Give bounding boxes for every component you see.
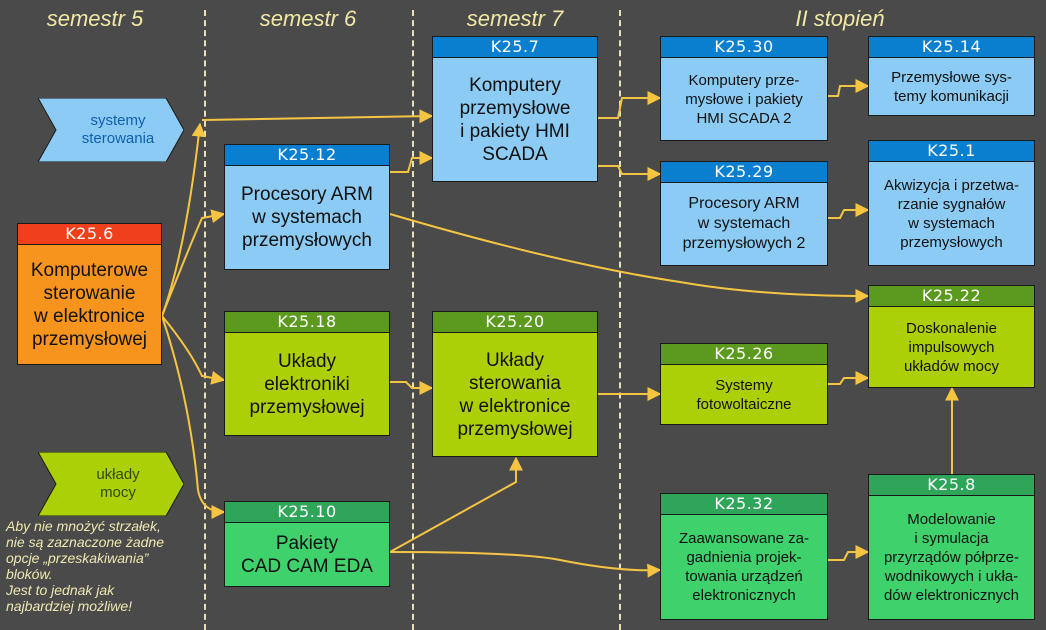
course-k25-10: K25.10 Pakiety CAD CAM EDA bbox=[224, 501, 390, 587]
tag-uklady-label: układy mocy bbox=[96, 466, 140, 501]
course-code: K25.32 bbox=[661, 494, 827, 515]
course-k25-1: K25.1 Akwizycja i przetwa- rzanie sygnał… bbox=[868, 140, 1035, 266]
course-code: K25.6 bbox=[18, 224, 161, 245]
arrow-systemy-to-k25-7 bbox=[201, 109, 434, 124]
course-code: K25.18 bbox=[225, 312, 389, 333]
course-code: K25.26 bbox=[661, 344, 827, 365]
course-k25-14: K25.14 Przemysłowe sys- temy komunikacji bbox=[868, 36, 1035, 116]
divider-sem7-second-degree bbox=[619, 10, 621, 630]
course-title: Systemy fotowoltaiczne bbox=[661, 365, 827, 424]
course-k25-26: K25.26 Systemy fotowoltaiczne bbox=[660, 343, 828, 425]
arrow-k25-29-to-k25-1 bbox=[828, 203, 870, 219]
course-title: Komputery prze- mysłowe i pakiety HMI SC… bbox=[661, 58, 827, 140]
semester-6-label: semestr 6 bbox=[259, 6, 357, 31]
course-title: Pakiety CAD CAM EDA bbox=[225, 523, 389, 586]
course-k25-18: K25.18 Układy elektroniki przemysłowej bbox=[224, 311, 390, 436]
divider-sem6-sem7 bbox=[412, 10, 414, 630]
semester-7-label: semestr 7 bbox=[466, 6, 564, 31]
course-title: Układy elektroniki przemysłowej bbox=[225, 333, 389, 435]
course-code: K25.30 bbox=[661, 37, 827, 58]
course-code: K25.14 bbox=[869, 37, 1034, 58]
course-title: Komputerowe sterowanie w elektronice prz… bbox=[18, 245, 161, 364]
course-code: K25.20 bbox=[433, 312, 597, 333]
course-code: K25.10 bbox=[225, 502, 389, 523]
course-k25-20: K25.20 Układy sterowania w elektronice p… bbox=[432, 311, 598, 457]
arrow-k25-30-to-k25-14 bbox=[828, 79, 870, 97]
course-title: Procesory ARM w systemach przemysłowych bbox=[225, 166, 389, 269]
course-title: Układy sterowania w elektronice przemysł… bbox=[433, 333, 597, 456]
tag-systemy-label: systemy sterowania bbox=[81, 112, 155, 147]
course-title: Zaawansowane za- gadnienia projek- towan… bbox=[661, 515, 827, 619]
course-k25-8: K25.8 Modelowanie i symulacja przyrządów… bbox=[868, 474, 1035, 620]
course-k25-12: K25.12 Procesory ARM w systemach przemys… bbox=[224, 144, 390, 270]
tag-uklady-mocy: układy mocy bbox=[37, 451, 185, 517]
arrow-k25-7-to-k25-29 bbox=[598, 165, 662, 181]
course-code: K25.1 bbox=[869, 141, 1034, 162]
course-title: Doskonalenie impulsowych układów mocy bbox=[869, 307, 1034, 387]
course-k25-30: K25.30 Komputery prze- mysłowe i pakiety… bbox=[660, 36, 828, 141]
arrow-k25-6-to-k25-12 bbox=[161, 209, 226, 317]
arrow-k25-32-to-k25-8 bbox=[828, 545, 870, 561]
course-k25-32: K25.32 Zaawansowane za- gadnienia projek… bbox=[660, 493, 828, 620]
course-title: Procesory ARM w systemach przemysłowych … bbox=[661, 183, 827, 265]
course-title: Modelowanie i symulacja przyrządów półpr… bbox=[869, 496, 1034, 619]
footnote: Aby nie mnożyć strzałek, nie są zaznaczo… bbox=[6, 518, 164, 614]
arrow-k25-7-to-k25-30 bbox=[598, 91, 662, 119]
arrow-k25-6-to-k25-18 bbox=[161, 315, 226, 385]
arrow-k25-18-to-k25-20 bbox=[390, 381, 434, 395]
course-title: Komputery przemysłowe i pakiety HMI SCAD… bbox=[433, 58, 597, 181]
course-k25-7: K25.7 Komputery przemysłowe i pakiety HM… bbox=[432, 36, 598, 182]
semester-5-label: semestr 5 bbox=[46, 6, 144, 31]
course-k25-29: K25.29 Procesory ARM w systemach przemys… bbox=[660, 161, 828, 266]
course-code: K25.22 bbox=[869, 286, 1034, 307]
course-title: Akwizycja i przetwa- rzanie sygnałów w s… bbox=[869, 162, 1034, 265]
arrow-k25-12-to-k25-7 bbox=[390, 151, 434, 173]
arrow-k25-26-to-k25-22 bbox=[828, 371, 870, 385]
course-k25-6: K25.6 Komputerowe sterowanie w elektroni… bbox=[17, 223, 162, 365]
course-code: K25.7 bbox=[433, 37, 597, 58]
course-code: K25.12 bbox=[225, 145, 389, 166]
course-k25-22: K25.22 Doskonalenie impulsowych układów … bbox=[868, 285, 1035, 388]
tag-systemy-sterowania: systemy sterowania bbox=[37, 97, 185, 163]
course-title: Przemysłowe sys- temy komunikacji bbox=[869, 58, 1034, 115]
arrow-k25-10-to-k25-20 bbox=[389, 456, 523, 553]
second-degree-label: II stopień bbox=[795, 6, 885, 31]
course-code: K25.29 bbox=[661, 162, 827, 183]
course-code: K25.8 bbox=[869, 475, 1034, 496]
